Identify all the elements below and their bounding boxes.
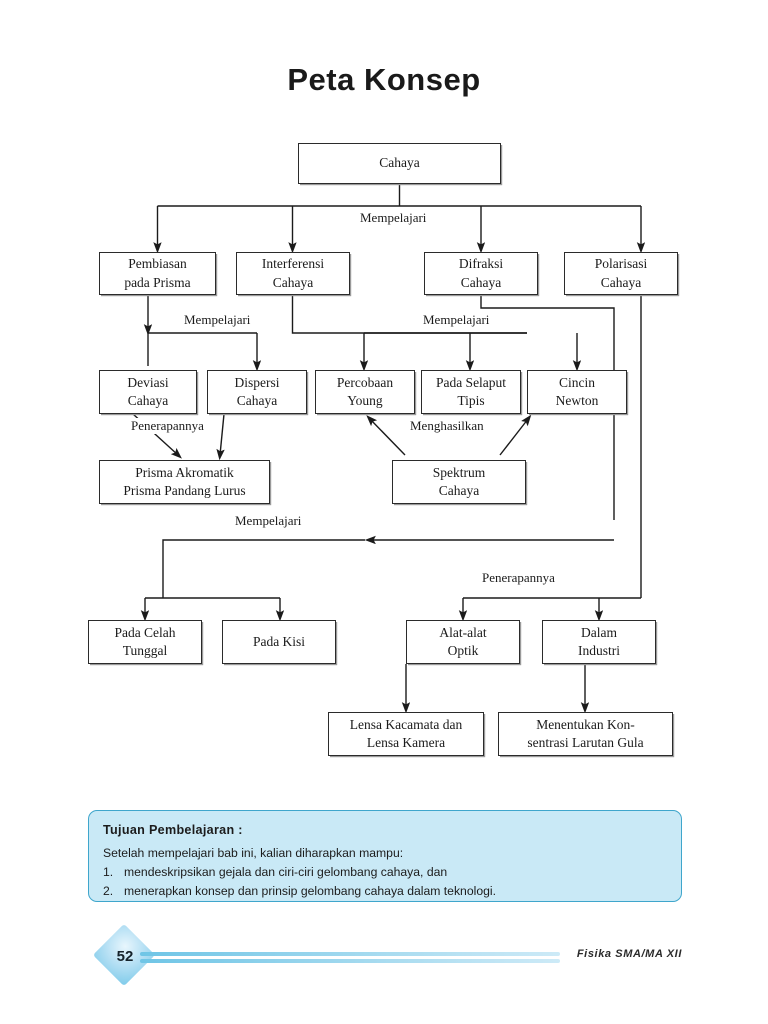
objective-item-number: 1.: [103, 865, 114, 880]
node-label: Spektrum Cahaya: [432, 464, 486, 498]
footer-text: Fisika SMA/MA XII: [576, 948, 682, 960]
objective-intro: Setelah mempelajari bab ini, kalian diha…: [103, 845, 404, 860]
page-number: 52: [116, 947, 134, 965]
node-polarisasi-cahaya[interactable]: Polarisasi Cahaya: [564, 252, 678, 295]
node-label: Pada Selaput Tipis: [435, 374, 507, 408]
node-lensa-kacamata-kamera[interactable]: Lensa Kacamata dan Lensa Kamera: [328, 712, 484, 756]
objective-item-text: mendeskripsikan gejala dan ciri-ciri gel…: [124, 865, 448, 880]
node-konsentrasi-larutan-gula[interactable]: Menentukan Kon- sentrasi Larutan Gula: [498, 712, 673, 756]
edge-label-mempelajari-2: Mempelajari: [181, 312, 254, 328]
node-label: Alat-alat Optik: [439, 624, 487, 658]
node-prisma-akromatik[interactable]: Prisma Akromatik Prisma Pandang Lurus: [99, 460, 270, 504]
objective-item: 2. menerapkan konsep dan prinsip gelomba…: [103, 882, 667, 901]
node-label: Lensa Kacamata dan Lensa Kamera: [349, 716, 463, 750]
node-label: Difraksi Cahaya: [458, 256, 504, 290]
node-label: Cahaya: [379, 155, 420, 171]
footer-rule-line-top: [140, 952, 560, 956]
objective-item-text: menerapkan konsep dan prinsip gelombang …: [124, 884, 496, 899]
node-cincin-newton[interactable]: Cincin Newton: [527, 370, 627, 414]
objective-item: 1. mendeskripsikan gejala dan ciri-ciri …: [103, 863, 667, 882]
node-percobaan-young[interactable]: Percobaan Young: [315, 370, 415, 414]
node-label: Cincin Newton: [555, 374, 599, 408]
page-number-badge: 52: [92, 923, 156, 987]
edge-left-branch-down: [162, 539, 365, 598]
concept-map: Cahaya Pembiasan pada Prisma Interferens…: [88, 143, 678, 756]
node-pada-celah-tunggal[interactable]: Pada Celah Tunggal: [88, 620, 202, 664]
node-deviasi-cahaya[interactable]: Deviasi Cahaya: [99, 370, 197, 414]
node-interferensi-cahaya[interactable]: Interferensi Cahaya: [236, 252, 350, 295]
node-label: Dispersi Cahaya: [234, 374, 280, 408]
footer-rule: [140, 952, 560, 964]
edge-label-mempelajari-1: Mempelajari: [357, 210, 430, 226]
node-label: Menentukan Kon- sentrasi Larutan Gula: [527, 716, 644, 750]
node-difraksi-cahaya[interactable]: Difraksi Cahaya: [424, 252, 538, 295]
node-label: Pembiasan pada Prisma: [124, 256, 191, 290]
edge-label-menghasilkan: Menghasilkan: [407, 418, 487, 434]
objective-item-number: 2.: [103, 884, 114, 899]
edge-spektrum-cincin: [499, 414, 532, 456]
node-label: Percobaan Young: [336, 374, 394, 408]
edge-label-mempelajari-4: Mempelajari: [232, 513, 305, 529]
edge-dispersi-prisma: [216, 413, 225, 461]
node-pada-selaput-tipis[interactable]: Pada Selaput Tipis: [421, 370, 521, 414]
node-dalam-industri[interactable]: Dalam Industri: [542, 620, 656, 664]
node-cahaya[interactable]: Cahaya: [298, 143, 501, 184]
node-label: Pada Kisi: [252, 633, 306, 649]
objective-list: 1. mendeskripsikan gejala dan ciri-ciri …: [103, 863, 667, 901]
page-title: Peta Konsep: [287, 62, 481, 97]
node-label: Prisma Akromatik Prisma Pandang Lurus: [123, 464, 246, 498]
node-dispersi-cahaya[interactable]: Dispersi Cahaya: [207, 370, 307, 414]
footer-rule-line-bottom: [140, 959, 560, 963]
objective-title: Tujuan Pembelajaran :: [103, 823, 243, 837]
node-spektrum-cahaya[interactable]: Spektrum Cahaya: [392, 460, 526, 504]
edge-label-penerapannya-2: Penerapannya: [479, 570, 558, 586]
node-pembiasan-pada-prisma[interactable]: Pembiasan pada Prisma: [99, 252, 216, 295]
edge-label-mempelajari-3: Mempelajari: [420, 312, 493, 328]
learning-objective-panel: Tujuan Pembelajaran : Setelah mempelajar…: [88, 810, 682, 902]
node-label: Interferensi Cahaya: [261, 256, 325, 290]
node-label: Pada Celah Tunggal: [114, 624, 176, 658]
node-alat-alat-optik[interactable]: Alat-alat Optik: [406, 620, 520, 664]
edge-label-penerapannya-1: Penerapannya: [128, 418, 207, 434]
node-label: Polarisasi Cahaya: [594, 256, 648, 290]
node-label: Dalam Industri: [578, 624, 620, 658]
node-pada-kisi[interactable]: Pada Kisi: [222, 620, 336, 664]
node-label: Deviasi Cahaya: [127, 374, 169, 408]
edge-spektrum-percobaan: [366, 415, 406, 456]
